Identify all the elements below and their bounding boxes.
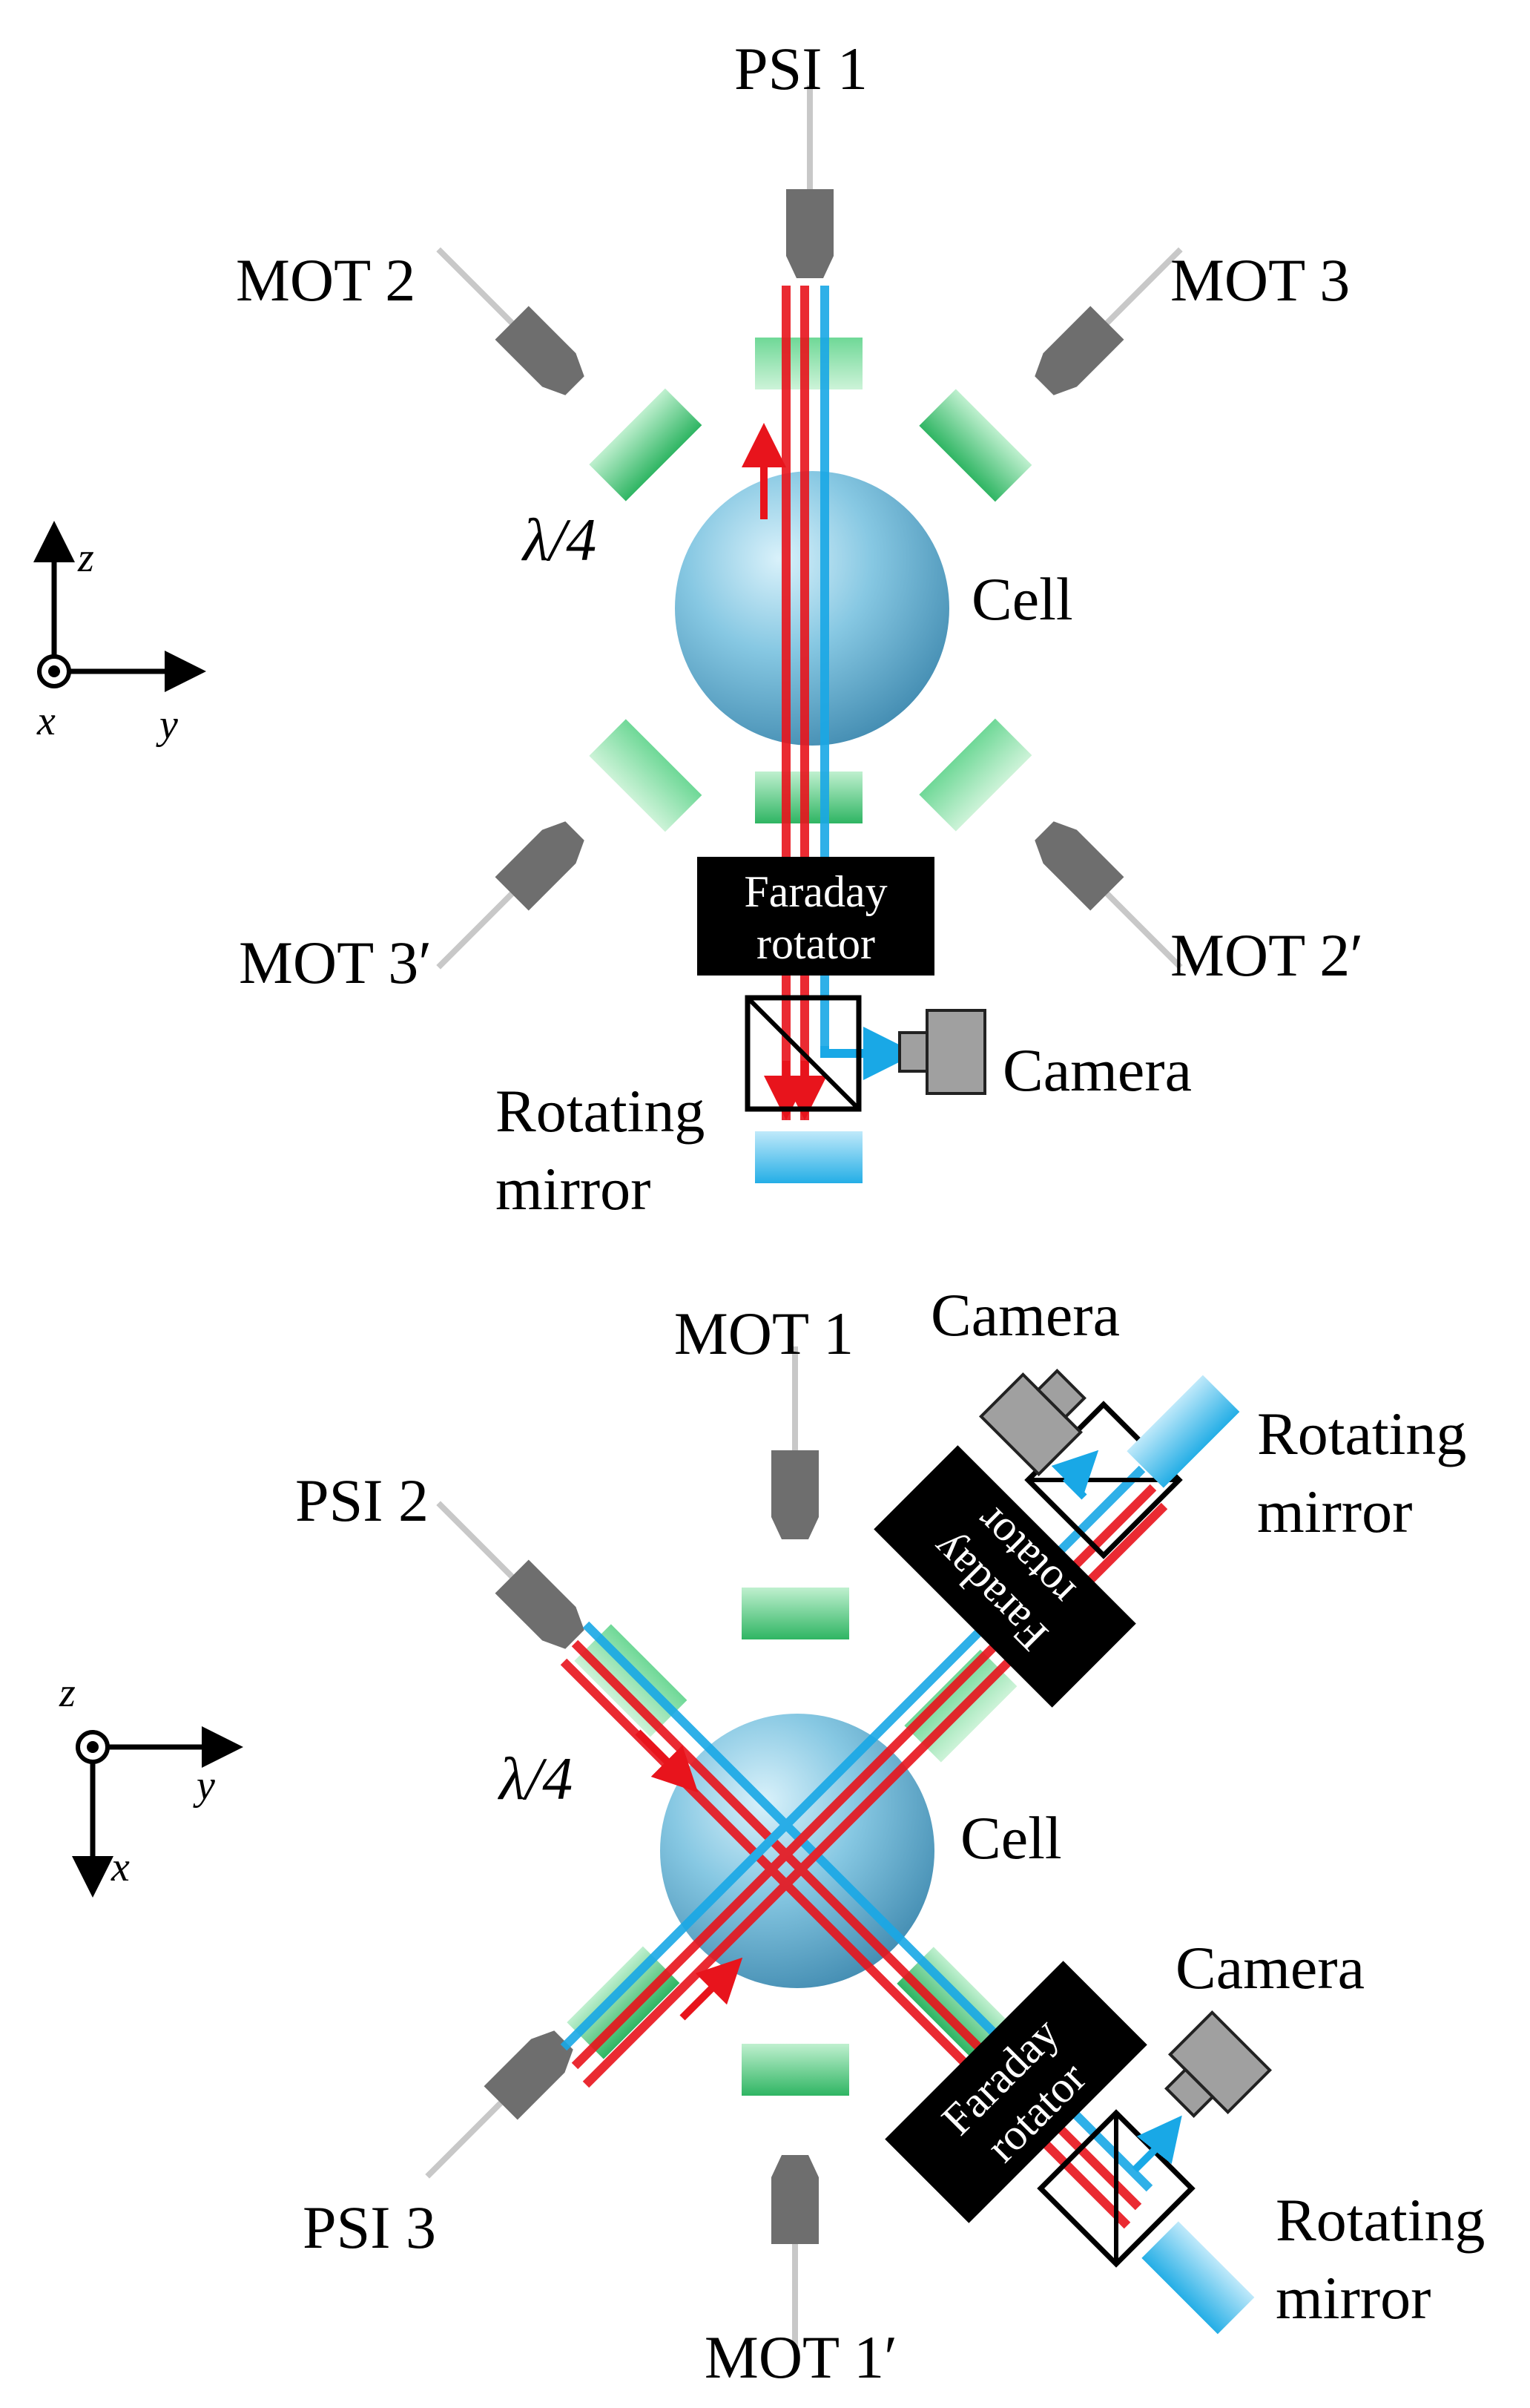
beam-splitter-top [745,995,862,1112]
mot1-collimator [771,1346,819,1539]
label-mot3: MOT 3 [1170,246,1350,314]
rotating-mirror-top [755,1131,863,1183]
label-mot2p: MOT 2′ [1170,921,1363,989]
axis-x-label: x [36,698,56,744]
label-psi3: PSI 3 [303,2194,436,2261]
blue-beam-to-lower-camera [1132,2115,1182,2173]
axis-y-label: y [193,1763,215,1809]
psi2-collimator [422,1487,592,1657]
waveplate-lower-left [589,719,702,832]
red-arrow-lower [679,1957,743,2021]
waveplate-upper-left [574,1624,687,1737]
rotating-mirror-lower [1141,2221,1255,2335]
label-rotating-mirror-upper-l2: mirror [1257,1478,1412,1545]
label-mot3p: MOT 3′ [239,929,432,996]
bottom-axes: z y x [59,1670,243,1898]
camera-lower [1164,2010,1273,2118]
label-waveplate: λ/4 [498,1745,573,1812]
waveplate-lower-right [919,718,1032,832]
label-rotating-mirror-l2: mirror [495,1155,650,1223]
faraday-rotator-top: Faraday rotator [697,857,934,976]
axis-x-label: x [111,1844,130,1890]
top-axes: z y x [33,521,206,748]
label-mot1p: MOT 1′ [705,2323,897,2391]
vapor-cell [675,471,949,746]
label-waveplate: λ/4 [521,506,596,573]
label-rotating-mirror-lower-l2: mirror [1276,2264,1431,2332]
label-rotating-mirror-lower-l1: Rotating [1276,2186,1485,2254]
label-cell: Cell [972,565,1073,633]
label-camera-upper: Camera [931,1281,1120,1349]
top-panel: z y x [33,35,1363,1223]
red-arrow-upper [635,1729,699,1793]
faraday-line2: rotator [756,919,875,968]
axis-z-label: z [77,535,94,581]
camera-upper [978,1369,1087,1477]
label-camera-lower: Camera [1175,1934,1365,2001]
psi1-collimator [786,85,834,278]
camera-top [898,1009,986,1095]
label-cell: Cell [960,1804,1062,1872]
label-rotating-mirror-l1: Rotating [495,1077,705,1145]
waveplate-upper-right [919,389,1032,502]
waveplate-upper-left [589,388,702,501]
faraday-rotator-lower: Faraday rotator [885,1961,1147,2223]
blue-beam-to-camera [820,1027,917,1080]
waveplate-lower-left [567,1946,680,2059]
waveplate-lower-right [897,1947,1010,2060]
label-mot2: MOT 2 [236,246,415,314]
axis-y-label: y [156,702,178,748]
label-psi2: PSI 2 [295,1467,429,1534]
mot2-collimator [422,233,592,403]
bottom-panel: z y x [59,1281,1485,2391]
waveplate-bottom [742,2044,849,2096]
axis-z-label: z [59,1670,76,1716]
label-mot1: MOT 1 [674,1300,854,1367]
mot1p-collimator [771,2155,819,2348]
blue-beam-to-upper-camera [1051,1450,1099,1500]
vapor-cell [660,1714,934,1988]
mot3p-collimator [422,814,592,984]
faraday-line1: Faraday [744,867,887,916]
label-rotating-mirror-upper-l1: Rotating [1257,1400,1466,1467]
label-camera: Camera [1003,1036,1192,1104]
label-psi1: PSI 1 [734,35,868,102]
rotating-mirror-upper [1127,1375,1240,1488]
waveplate-top [742,1588,849,1639]
psi3-collimator [411,2023,581,2193]
